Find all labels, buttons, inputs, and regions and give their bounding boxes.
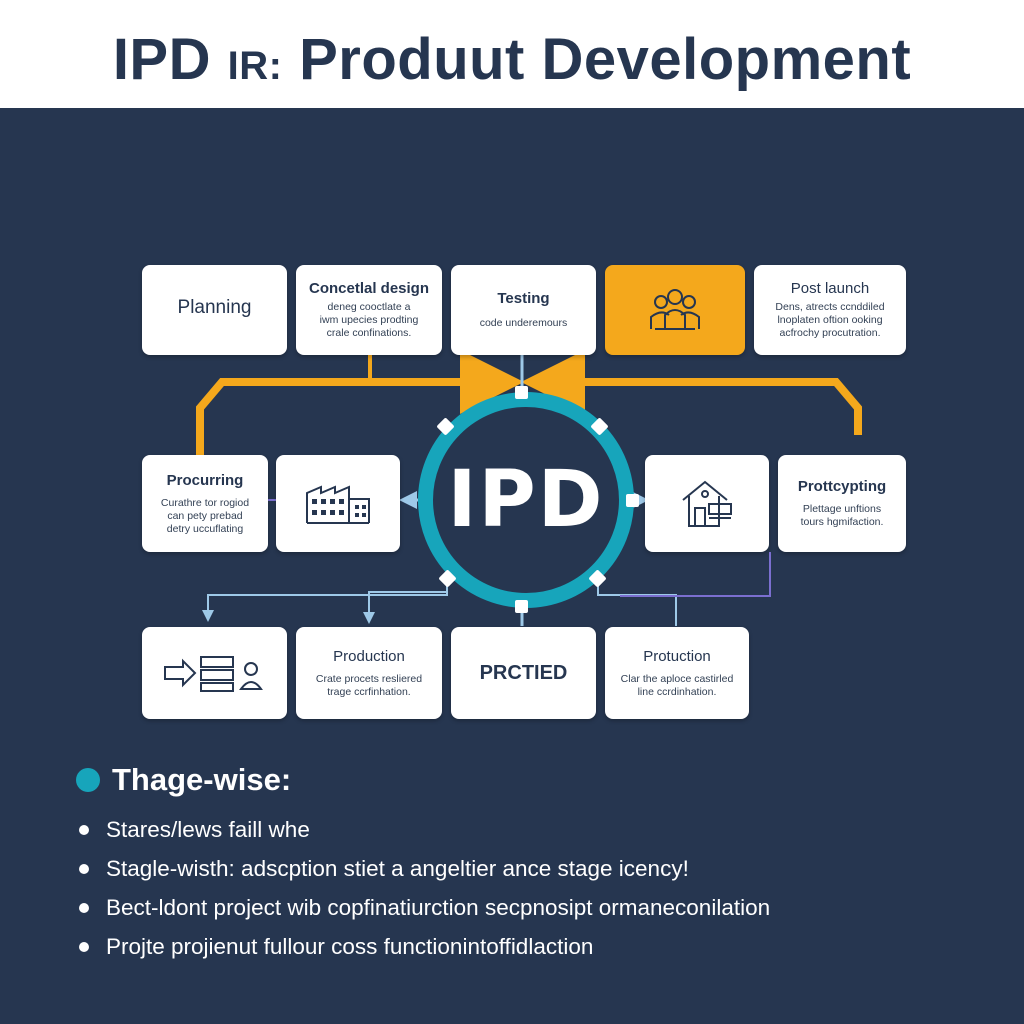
workflow-icon (163, 656, 263, 692)
card-procurring-desc-2: can pety prebad (167, 509, 243, 522)
house-icon (682, 480, 732, 527)
hub-to-production-line (363, 591, 447, 624)
card-testing-title: Testing (497, 290, 550, 307)
card-prototyping: Prottcypting Plettage unftions tours hgm… (778, 455, 906, 552)
orange-arrow-left (196, 350, 524, 455)
card-protuction-title: Protuction (643, 647, 711, 665)
card-facility (276, 455, 400, 552)
card-protuction: Protuction Clar the aploce castirled lin… (605, 627, 749, 719)
card-production-title: Production (333, 647, 405, 665)
card-post-launch-desc-1: Dens, atrects ccnddiled (775, 301, 885, 313)
card-testing-desc: code underemours (479, 317, 568, 329)
bullet-item: Projte projienut fullour coss functionin… (76, 927, 1006, 966)
bullet-dot-icon (79, 825, 89, 835)
hub-to-protuction-line (597, 582, 677, 626)
title-banner: IPD IR: Produut Development (0, 0, 1024, 108)
bullet-item-text: Stagle-wisth: adscption stiet a angeltie… (106, 856, 689, 881)
stage-wise-section: Thage-wise: Stares/lews faill whe Stagle… (76, 762, 1006, 966)
heading-dot-icon (76, 768, 100, 792)
title-rest: Produut Development (299, 27, 912, 92)
card-production: Production Crate procets resliered trage… (296, 627, 442, 719)
prototyping-side-line (620, 552, 771, 597)
card-procurring-desc-3: detry uccuflating (166, 522, 244, 535)
title-prefix: IPD (112, 27, 211, 92)
bullet-dot-icon (79, 864, 89, 874)
stage-wise-list: Stares/lews faill whe Stagle-wisth: adsc… (76, 810, 1006, 966)
card-protuction-desc-2: line ccrdinhation. (637, 685, 717, 698)
card-prctied-label: PRCTIED (479, 661, 568, 684)
hub-to-workflow-line (202, 580, 448, 622)
card-prototyping-title: Prottcypting (797, 478, 887, 495)
card-procurring: Procurring Curathre tor rogiod can pety … (142, 455, 268, 552)
stage-wise-heading-text: Thage-wise: (112, 762, 292, 797)
card-production-desc-1: Crate procets resliered (315, 672, 423, 685)
hub-label: IPD (447, 455, 605, 545)
card-production-desc-2: trage ccrfinhation. (327, 685, 411, 698)
card-house (645, 455, 769, 552)
card-post-launch-title: Post launch (790, 280, 870, 297)
title-mid: IR: (227, 44, 283, 88)
card-conceptual-design-desc-3: crale confinations. (326, 327, 412, 339)
card-conceptual-design-desc-1: deneg cooctlate a (327, 301, 411, 313)
hub-connector-node-right (626, 494, 639, 507)
card-planning: Planning (142, 265, 287, 355)
card-team (605, 265, 745, 355)
card-prototyping-desc-2: tours hgmifaction. (800, 516, 884, 528)
bullet-item: Stagle-wisth: adscption stiet a angeltie… (76, 849, 1006, 888)
card-prctied: PRCTIED (451, 627, 596, 719)
card-post-launch-desc-2: lnoplaten oftion ooking (777, 314, 883, 326)
hub-connector-node-bottom (515, 600, 528, 613)
card-conceptual-design-title: Concetlal design (308, 280, 430, 297)
card-workflow (142, 627, 287, 719)
page-title: IPD IR: Produut Development (0, 26, 1024, 93)
card-conceptual-design: Concetlal design deneg cooctlate a iwm u… (296, 265, 442, 355)
hub-connector-node-top (515, 386, 528, 399)
factory-icon (306, 484, 370, 524)
card-planning-title: Planning (177, 297, 252, 318)
card-procurring-title: Procurring (166, 471, 244, 489)
card-post-launch: Post launch Dens, atrects ccnddiled lnop… (754, 265, 906, 355)
card-prototyping-desc-1: Plettage unftions (802, 503, 882, 515)
bullet-item: Bect-ldont project wib copfinatiurction … (76, 888, 1006, 927)
team-icon (650, 289, 700, 330)
card-testing: Testing code underemours (451, 265, 596, 355)
stage-wise-heading: Thage-wise: (76, 762, 1006, 798)
bullet-dot-icon (79, 903, 89, 913)
orange-arrow-right (521, 350, 862, 435)
bullet-item-text: Projte projienut fullour coss functionin… (106, 934, 594, 959)
bullet-item: Stares/lews faill whe (76, 810, 1006, 849)
bullet-item-text: Stares/lews faill whe (106, 817, 310, 842)
card-protuction-desc-1: Clar the aploce castirled (620, 672, 734, 685)
bullet-dot-icon (79, 942, 89, 952)
card-conceptual-design-desc-2: iwm upecies prodting (319, 314, 419, 326)
bullet-item-text: Bect-ldont project wib copfinatiurction … (106, 895, 771, 920)
card-procurring-desc-1: Curathre tor rogiod (160, 496, 250, 509)
card-post-launch-desc-3: acfrochy procutration. (779, 327, 881, 339)
